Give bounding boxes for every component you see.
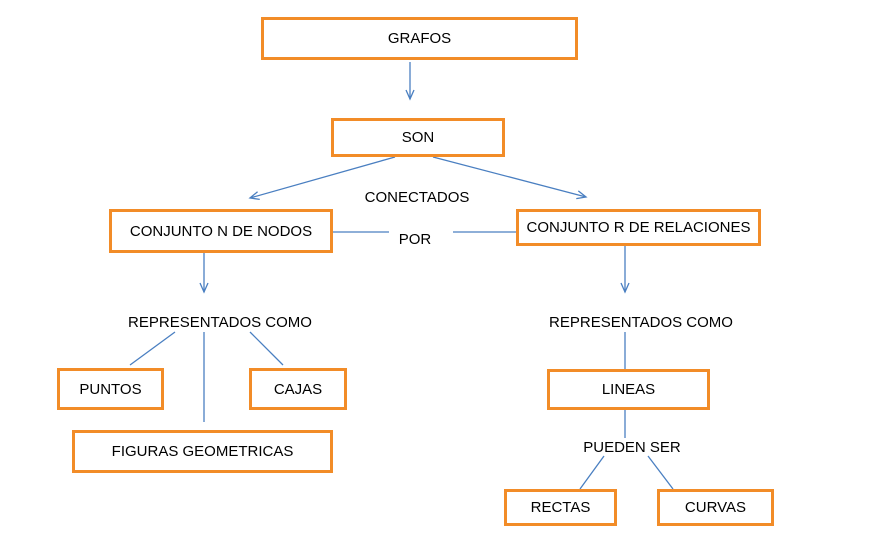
node-puntos: PUNTOS	[57, 368, 164, 410]
node-conjunto-relaciones-label: CONJUNTO R DE RELACIONES	[526, 219, 751, 236]
node-figuras-geometricas-label: FIGURAS GEOMETRICAS	[111, 443, 294, 460]
arrow-son-conjunto-nodos	[248, 156, 396, 201]
node-conjunto-nodos-label: CONJUNTO N DE NODOS	[129, 222, 313, 240]
line-representados-cajas	[249, 331, 284, 366]
label-pueden-ser: PUEDEN SER	[583, 439, 681, 456]
node-cajas: CAJAS	[249, 368, 347, 410]
node-lineas: LINEAS	[547, 369, 710, 410]
node-puntos-label: PUNTOS	[79, 380, 142, 398]
node-rectas-label: RECTAS	[530, 499, 591, 516]
node-conjunto-relaciones: CONJUNTO R DE RELACIONES	[516, 209, 761, 246]
arrow-son-conjunto-relaciones	[432, 156, 588, 200]
node-grafos: GRAFOS	[261, 17, 578, 60]
label-conectados: CONECTADOS	[364, 189, 470, 206]
node-curvas-label: CURVAS	[684, 499, 747, 516]
node-grafos-label: GRAFOS	[387, 30, 452, 47]
line-pueden-ser-curvas	[647, 455, 674, 490]
node-son-label: SON	[401, 129, 435, 146]
node-curvas: CURVAS	[657, 489, 774, 526]
label-representados-left: REPRESENTADOS COMO	[128, 314, 312, 331]
node-cajas-label: CAJAS	[273, 380, 323, 398]
node-figuras-geometricas: FIGURAS GEOMETRICAS	[72, 430, 333, 473]
label-representados-right: REPRESENTADOS COMO	[549, 314, 733, 331]
node-lineas-label: LINEAS	[601, 381, 656, 398]
node-conjunto-nodos: CONJUNTO N DE NODOS	[109, 209, 333, 253]
node-rectas: RECTAS	[504, 489, 617, 526]
line-pueden-ser-rectas	[579, 455, 605, 490]
label-por: POR	[398, 231, 432, 248]
line-representados-puntos	[129, 331, 176, 366]
node-son: SON	[331, 118, 505, 157]
